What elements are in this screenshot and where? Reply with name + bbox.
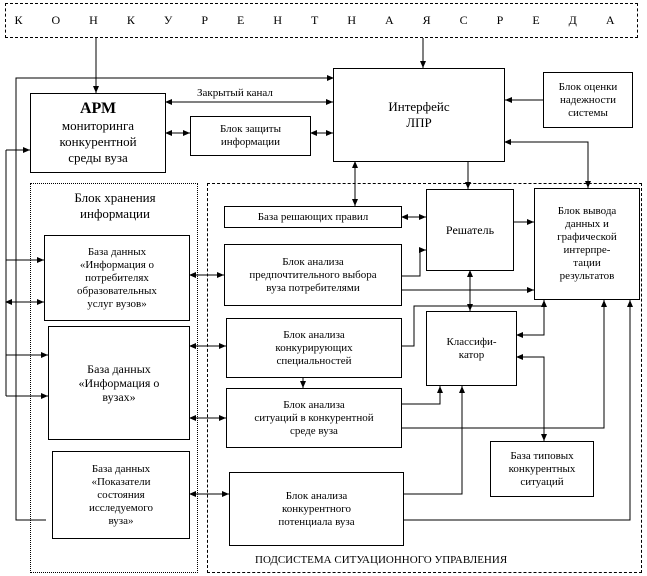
typical-situations: База типовых конкурентных ситуаций [490, 441, 594, 497]
solver: Решатель [426, 189, 514, 271]
reliability-block: Блок оценки надежности системы [543, 72, 633, 128]
subsystem-title: ПОДСИСТЕМА СИТУАЦИОННОГО УПРАВЛЕНИЯ [255, 554, 508, 566]
closed-channel-label: Закрытый канал [197, 87, 273, 99]
db-consumers: База данных «Информация о потребителях о… [44, 235, 190, 321]
environment-frame [5, 3, 638, 38]
classifier: Классифи- катор [426, 311, 517, 386]
arm-subtitle: мониторинга конкурентной среды вуза [59, 118, 137, 165]
db-indicators: База данных «Показатели состояния исслед… [52, 451, 190, 539]
arm-block: АРМ мониторинга конкурентной среды вуза [30, 93, 166, 173]
storage-frame [30, 183, 198, 573]
pref-analysis: Блок анализа предпочтительного выбора ву… [224, 244, 402, 306]
storage-title: Блок хранения информации [74, 190, 156, 221]
situation-analysis: Блок анализа ситуаций в конкурентной сре… [226, 388, 402, 448]
environment-title: К О Н К У Р Е Н Т Н А Я С Р Е Д А [14, 12, 628, 27]
output-block: Блок вывода данных и графической интерпр… [534, 188, 640, 300]
potential-analysis: Блок анализа конкурентного потенциала ву… [229, 472, 404, 546]
interface-block: Интерфейс ЛПР [333, 68, 505, 162]
arm-title: АРМ [79, 100, 117, 117]
protection-block: Блок защиты информации [190, 116, 311, 156]
rules-base: База решающих правил [224, 206, 402, 228]
subsystem-frame [207, 183, 642, 573]
competitor-analysis: Блок анализа конкурирующих специальносте… [226, 318, 402, 378]
db-universities: База данных «Информация о вузах» [48, 326, 190, 440]
